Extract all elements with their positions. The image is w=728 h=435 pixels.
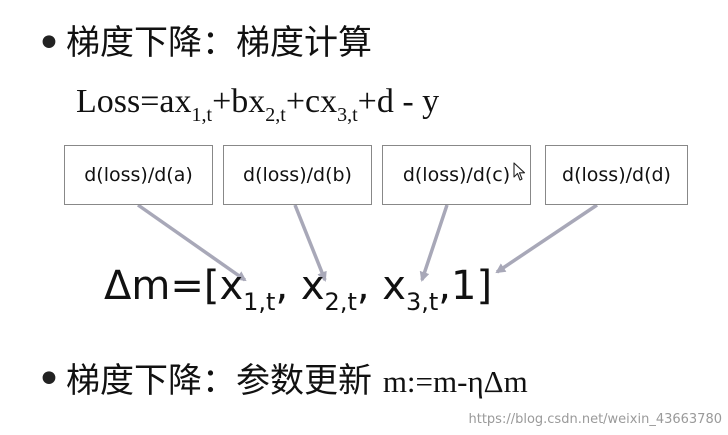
derivative-box-d: d(loss)/d(d) (545, 145, 688, 205)
arrow-icon (419, 204, 449, 282)
loss-formula: Loss=ax1,t+bx2,t+cx3,t+d - y (76, 82, 440, 126)
watermark-url: https://blog.csdn.net/weixin_43663780 (468, 412, 722, 427)
loss-subscript-3: 3,t (337, 104, 358, 126)
arrow-icon (136, 203, 247, 282)
derivative-box-c: d(loss)/d(c) (382, 145, 531, 205)
arrow-icon (495, 203, 598, 274)
delta-formula-sep-1: , x (275, 263, 325, 309)
loss-formula-prefix: Loss=ax (76, 83, 192, 120)
update-formula: m:=m-ηΔm (382, 364, 528, 399)
loss-formula-term-b: +bx (212, 83, 266, 120)
delta-formula-prefix: Δm=[x (104, 263, 244, 309)
heading-parameter-update-text: 梯度下降：参数更新 (66, 361, 383, 401)
delta-subscript-2: 2,t (324, 288, 357, 316)
derivative-box-a: d(loss)/d(a) (64, 145, 213, 205)
delta-formula-suffix: ,1] (438, 263, 493, 309)
mouse-pointer-icon (513, 162, 526, 181)
arrow-icon (293, 204, 327, 282)
loss-subscript-1: 1,t (191, 104, 213, 126)
loss-formula-term-c: +cx (285, 83, 338, 120)
heading-gradient-calculation: 梯度下降：梯度计算 (66, 23, 372, 63)
delta-subscript-1: 1,t (243, 288, 276, 316)
delta-formula-sep-2: , x (356, 263, 406, 309)
derivative-box-b: d(loss)/d(b) (223, 145, 372, 205)
heading-parameter-update: 梯度下降：参数更新 m:=m-ηΔm (66, 364, 528, 398)
delta-subscript-3: 3,t (405, 288, 439, 316)
bullet-dot-icon: • (36, 354, 62, 405)
loss-subscript-2: 2,t (265, 104, 286, 126)
delta-m-formula: Δm=[x1,t, x2,t, x3,t,1] (104, 262, 493, 314)
loss-formula-suffix: +d - y (357, 83, 440, 120)
bullet-dot-icon: • (36, 18, 62, 69)
